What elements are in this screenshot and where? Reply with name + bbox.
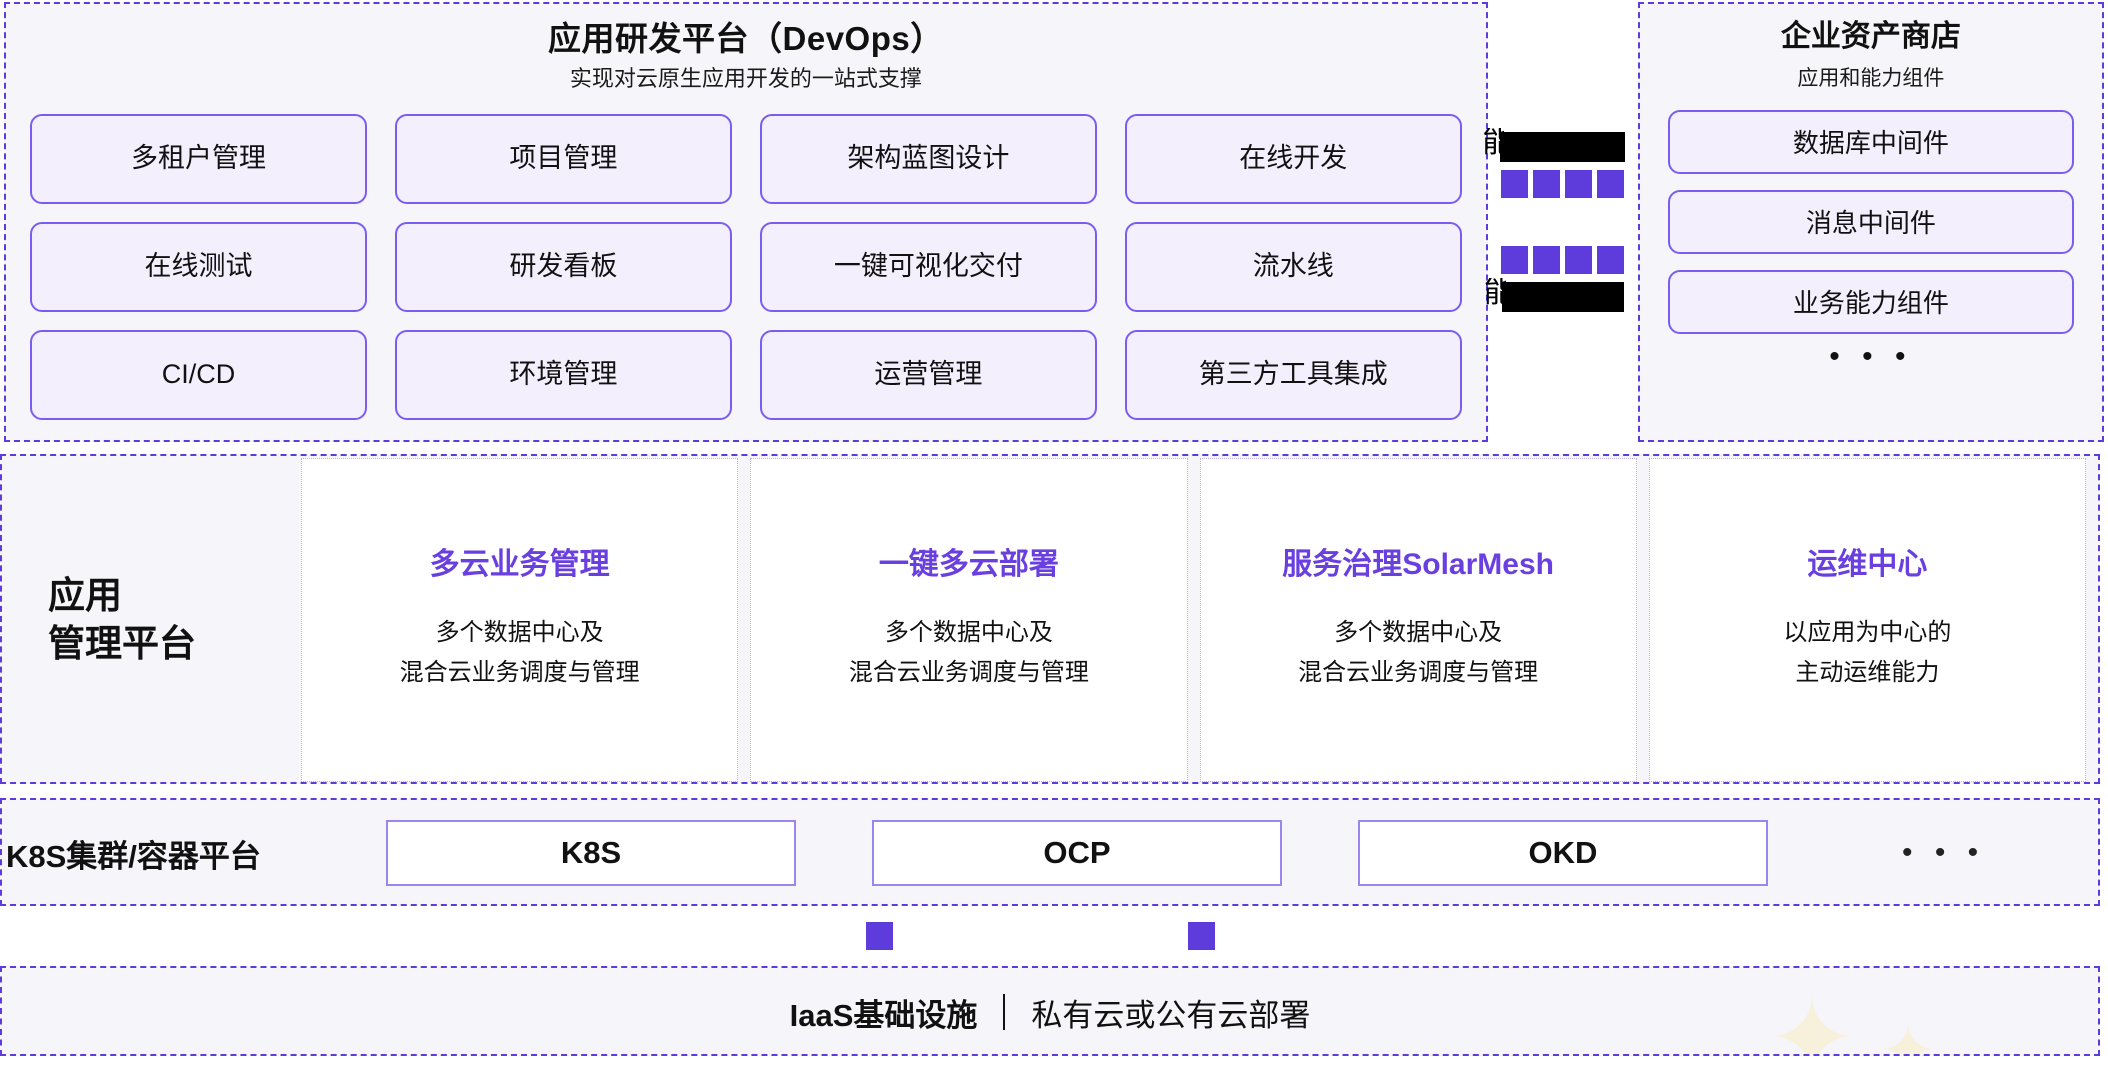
- management-card-desc: 多个数据中心及 混合云业务调度与管理: [400, 613, 640, 692]
- connector-square-row-bottom: [1501, 246, 1625, 274]
- top-row: 应用研发平台（DevOps） 实现对云原生应用开发的一站式支撑 多租户管理 项目…: [0, 0, 2108, 442]
- devops-capability-grid: 多租户管理 项目管理 架构蓝图设计 在线开发 在线测试 研发看板 一键可视化交付…: [30, 113, 1462, 420]
- devops-chip[interactable]: 研发看板: [394, 221, 732, 312]
- devops-chip[interactable]: 在线测试: [30, 221, 367, 312]
- devops-chip[interactable]: 项目管理: [394, 113, 732, 204]
- devops-chip[interactable]: 运营管理: [759, 329, 1097, 420]
- management-card[interactable]: 一键多云部署 多个数据中心及 混合云业务调度与管理: [750, 458, 1188, 782]
- iaas-divider: [1003, 994, 1006, 1030]
- management-card-desc: 多个数据中心及 混合云业务调度与管理: [849, 613, 1089, 692]
- devops-chip[interactable]: 架构蓝图设计: [759, 113, 1097, 204]
- connector-square-right: [1188, 922, 1215, 950]
- devops-chip[interactable]: 环境管理: [394, 329, 732, 420]
- k8s-more-ellipsis-icon: • • •: [1902, 836, 1986, 869]
- management-card-desc-line-2: 主动运维能力: [1795, 659, 1940, 686]
- management-card-desc: 以应用为中心的 主动运维能力: [1783, 613, 1951, 692]
- connector-square: [1565, 170, 1593, 198]
- store-more-ellipsis-icon: • • •: [1829, 339, 1913, 373]
- management-card-desc-line-2: 混合云业务调度与管理: [848, 659, 1089, 686]
- management-card-desc-line-2: 混合云业务调度与管理: [399, 659, 640, 686]
- application-management-platform-panel: 应用 管理平台 多云业务管理 多个数据中心及 混合云业务调度与管理 一键多云部署…: [0, 454, 2100, 784]
- management-card[interactable]: 运维中心 以应用为中心的 主动运维能力: [1648, 458, 2086, 782]
- management-card-grid: 多云业务管理 多个数据中心及 混合云业务调度与管理 一键多云部署 多个数据中心及…: [301, 458, 2094, 782]
- connector-square: [1533, 246, 1561, 274]
- connector-square-left: [866, 922, 893, 950]
- devops-chip[interactable]: 在线开发: [1124, 113, 1462, 204]
- connector-square: [1501, 170, 1529, 198]
- devops-chip[interactable]: 一键可视化交付: [759, 221, 1097, 312]
- redacted-label-bottom: 能: [1484, 278, 1624, 312]
- management-label-line-2: 管理平台: [48, 623, 196, 664]
- connector-square: [1597, 246, 1625, 274]
- enterprise-asset-store-panel: 企业资产商店 应用和能力组件 数据库中间件 消息中间件 业务能力组件 • • •: [1637, 2, 2104, 442]
- iaas-subtitle: 私有云或公有云部署: [1031, 997, 1311, 1033]
- k8s-panel-label: K8S集群/容器平台: [6, 838, 261, 874]
- devops-platform-panel: 应用研发平台（DevOps） 实现对云原生应用开发的一站式支撑 多租户管理 项目…: [4, 2, 1488, 442]
- management-card-title: 服务治理SolarMesh: [1282, 548, 1554, 582]
- management-card-desc-line-1: 以应用为中心的: [1783, 619, 1952, 647]
- management-card-desc-line-1: 多个数据中心及: [435, 619, 604, 647]
- management-card-desc-line-1: 多个数据中心及: [1334, 619, 1503, 647]
- devops-chip[interactable]: 流水线: [1124, 221, 1462, 312]
- connector-square: [1501, 246, 1529, 274]
- connector-square-row-top: [1501, 170, 1625, 198]
- k8s-item-ocp[interactable]: OCP: [872, 820, 1282, 886]
- devops-panel-subtitle: 实现对云原生应用开发的一站式支撑: [569, 66, 922, 92]
- management-card[interactable]: 多云业务管理 多个数据中心及 混合云业务调度与管理: [301, 458, 739, 782]
- iaas-title: IaaS基础设施: [789, 997, 978, 1033]
- redacted-glyph-bottom: 能: [1483, 278, 1506, 310]
- management-label-line-1: 应用: [48, 574, 122, 616]
- devops-chip[interactable]: CI/CD: [30, 329, 367, 420]
- store-panel-title: 企业资产商店: [1780, 20, 1961, 53]
- management-card-title: 运维中心: [1807, 548, 1928, 582]
- management-card-title: 多云业务管理: [429, 548, 610, 582]
- iaas-text-group: IaaS基础设施 私有云或公有云部署: [789, 990, 1311, 1035]
- management-card-desc: 多个数据中心及 混合云业务调度与管理: [1298, 613, 1538, 692]
- devops-chip[interactable]: 多租户管理: [30, 113, 367, 204]
- management-card-title: 一键多云部署: [878, 548, 1059, 582]
- k8s-cluster-panel: K8S集群/容器平台 K8S OCP OKD • • •: [0, 798, 2100, 906]
- connector-square: [1597, 170, 1625, 198]
- redacted-label-top: 能: [1482, 128, 1626, 162]
- store-item[interactable]: 业务能力组件: [1667, 269, 2074, 334]
- connector-square: [1533, 170, 1561, 198]
- connector-row: [0, 906, 2100, 966]
- sparkle-decoration-large-icon: [1772, 996, 1852, 1054]
- store-item-list: 数据库中间件 消息中间件 业务能力组件: [1667, 109, 2074, 334]
- redacted-glyph-top: 能: [1482, 128, 1505, 160]
- management-card-desc-line-2: 混合云业务调度与管理: [1298, 659, 1539, 686]
- store-item[interactable]: 消息中间件: [1667, 189, 2074, 254]
- k8s-item-okd[interactable]: OKD: [1358, 820, 1768, 886]
- k8s-item-k8s[interactable]: K8S: [386, 820, 796, 886]
- store-panel-subtitle: 应用和能力组件: [1797, 66, 1945, 90]
- management-platform-label: 应用 管理平台: [6, 458, 301, 782]
- management-card-desc-line-1: 多个数据中心及: [884, 619, 1053, 647]
- k8s-item-list: K8S OCP OKD • • •: [386, 820, 2094, 886]
- devops-panel-title: 应用研发平台（DevOps）: [548, 20, 944, 57]
- management-card[interactable]: 服务治理SolarMesh 多个数据中心及 混合云业务调度与管理: [1199, 458, 1637, 782]
- sparkle-decoration-small-icon: [1882, 1023, 1934, 1054]
- iaas-infrastructure-panel: IaaS基础设施 私有云或公有云部署: [0, 966, 2100, 1056]
- store-item[interactable]: 数据库中间件: [1667, 109, 2074, 174]
- connector-square: [1565, 246, 1593, 274]
- devops-chip[interactable]: 第三方工具集成: [1124, 329, 1462, 420]
- middle-redacted-column: 能 能: [1482, 2, 1638, 442]
